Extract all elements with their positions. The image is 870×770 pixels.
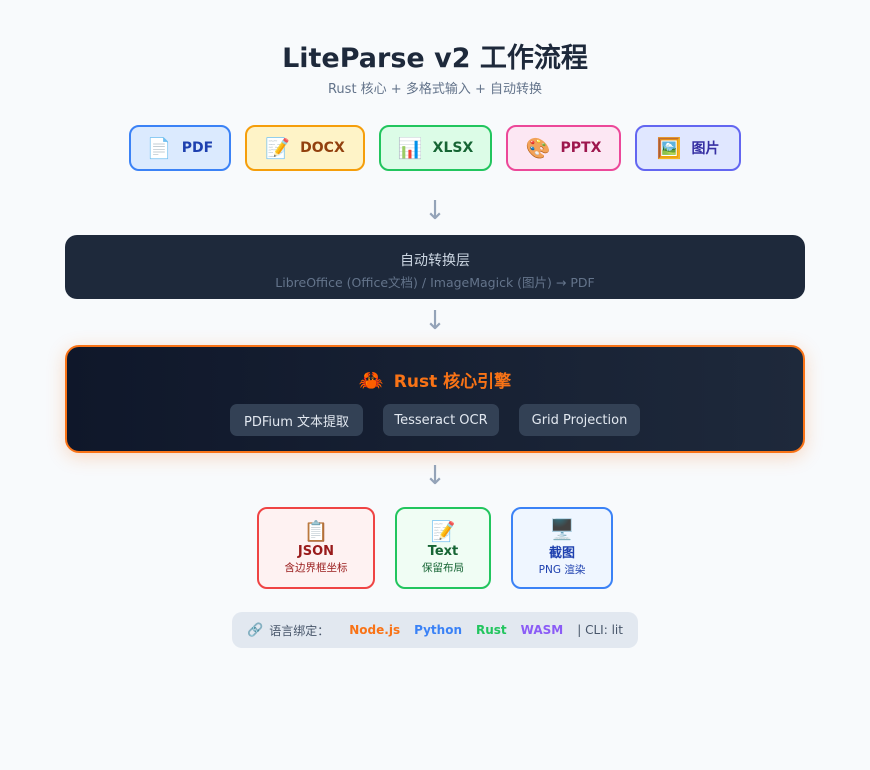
palette-icon: 🎨	[525, 136, 551, 160]
diagram-subtitle: Rust 核心 + 多格式输入 + 自动转换	[327, 82, 542, 97]
flow-arrow: ↓	[424, 306, 446, 336]
output-text: 📝 Text 保留布局	[395, 507, 491, 589]
output-title: 截图	[548, 546, 575, 561]
binding-wasm: WASM	[520, 623, 564, 637]
conversion-layer: 自动转换层 LibreOffice (Office文档) / ImageMagi…	[65, 235, 805, 299]
binding-nodejs: Node.js	[349, 623, 401, 637]
language-bindings-bar: 🔗 语言绑定： Node.js Python Rust WASM | CLI: …	[232, 612, 638, 648]
input-formats-row: 📄 PDF 📝 DOCX 📊 XLSX 🎨 PPTX 🖼️ 图片	[0, 125, 870, 175]
output-json: 📋 JSON 含边界框坐标	[257, 507, 375, 589]
engine-module-grid-projection: Grid Projection	[519, 404, 640, 436]
picture-icon: 🖼️	[656, 136, 682, 160]
clipboard-icon: 📋	[303, 519, 329, 543]
binding-python: Python	[414, 623, 462, 637]
output-desc: PNG 渲染	[538, 564, 586, 576]
input-label: XLSX	[432, 140, 474, 156]
flow-arrow: ↓	[424, 461, 446, 491]
document-icon: 📄	[146, 136, 172, 160]
diagram-title: LiteParse v2 工作流程	[282, 43, 588, 74]
engine-module-pdfium: PDFium 文本提取	[230, 404, 363, 436]
conversion-detail: LibreOffice (Office文档) / ImageMagick (图片…	[275, 275, 595, 290]
input-docx: 📝 DOCX	[245, 125, 365, 171]
input-pptx: 🎨 PPTX	[506, 125, 621, 171]
crab-icon: 🦀	[358, 367, 384, 392]
memo-icon: 📝	[430, 519, 456, 543]
engine-header: 🦀 Rust 核心引擎	[67, 367, 803, 393]
input-xlsx: 📊 XLSX	[379, 125, 492, 171]
link-icon: 🔗	[247, 622, 264, 638]
output-title: Text	[427, 544, 459, 559]
input-pdf: 📄 PDF	[129, 125, 231, 171]
output-screenshot: 🖥️ 截图 PNG 渲染	[511, 507, 613, 589]
input-label: PPTX	[560, 140, 602, 156]
engine-title: Rust 核心引擎	[393, 372, 512, 392]
memo-icon: 📝	[265, 136, 291, 160]
input-image: 🖼️ 图片	[635, 125, 741, 171]
engine-module-tesseract: Tesseract OCR	[383, 404, 499, 436]
flow-arrow: ↓	[424, 196, 446, 226]
conversion-title: 自动转换层	[400, 253, 470, 269]
input-label: DOCX	[300, 140, 345, 156]
monitor-icon: 🖥️	[549, 517, 575, 541]
input-label: PDF	[181, 140, 214, 156]
binding-rust: Rust	[476, 623, 507, 637]
bar-chart-icon: 📊	[397, 136, 423, 160]
bindings-label: 语言绑定：	[269, 623, 330, 638]
output-title: JSON	[297, 544, 335, 559]
input-label: 图片	[691, 141, 720, 157]
cli-label: | CLI: lit	[577, 623, 623, 637]
output-desc: 含边界框坐标	[284, 562, 348, 574]
output-desc: 保留布局	[422, 562, 464, 574]
rust-core-engine: 🦀 Rust 核心引擎 PDFium 文本提取 Tesseract OCR Gr…	[65, 345, 805, 453]
